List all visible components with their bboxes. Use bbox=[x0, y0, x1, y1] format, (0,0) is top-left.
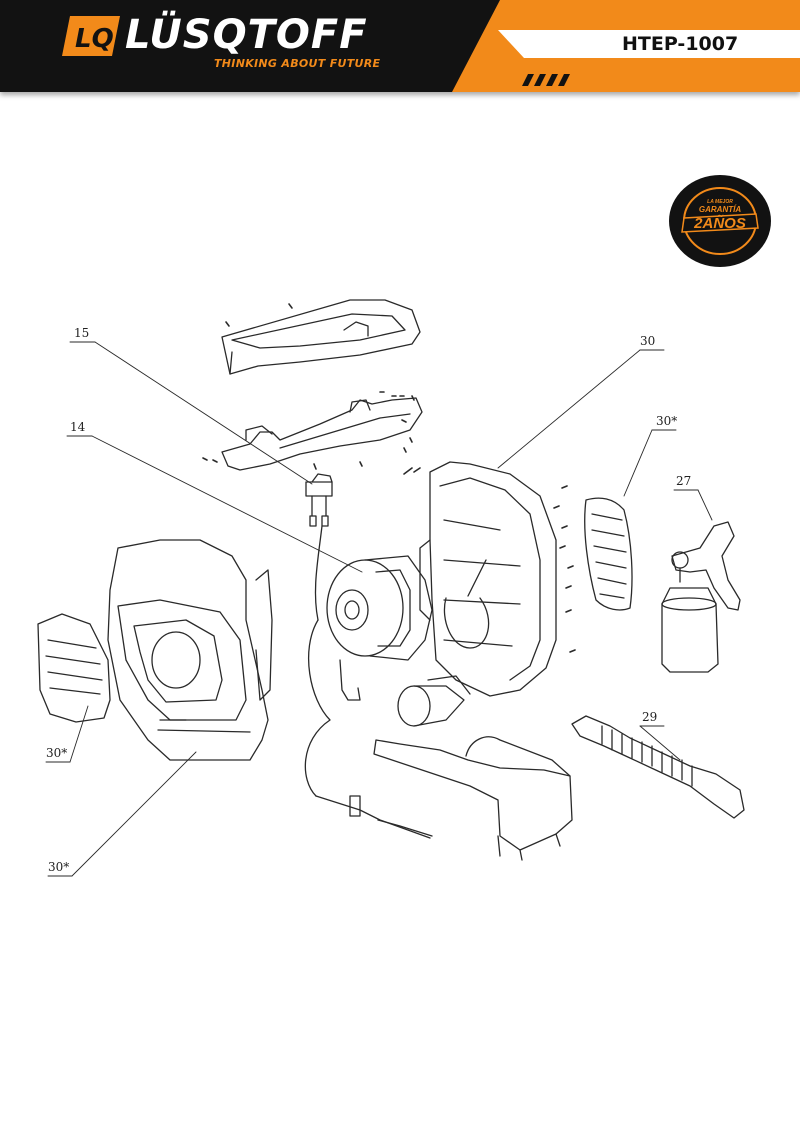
badge-line-2: GARANTÍA bbox=[698, 205, 742, 214]
callout-27: 27 bbox=[676, 474, 691, 488]
callout-30s-right: 30* bbox=[656, 414, 677, 428]
paint-cup-icon bbox=[397, 675, 471, 727]
callout-leader-lines bbox=[45, 341, 713, 877]
brand-initials: LQ bbox=[75, 24, 114, 54]
callout-30s-left: 30* bbox=[46, 746, 67, 760]
brand-name: LÜSQTOFF bbox=[125, 12, 368, 58]
warranty-badge: LA MEJOR GARANTÍA 2AÑOS bbox=[668, 174, 772, 268]
brand-logo-icon: LQ bbox=[62, 16, 120, 56]
base-stand-icon bbox=[373, 736, 573, 861]
housing-icon bbox=[107, 539, 273, 761]
badge-line-1: LA MEJOR bbox=[707, 199, 733, 205]
vent-grille-icon bbox=[37, 613, 111, 723]
vent-grille-icon bbox=[584, 497, 633, 611]
header-bar: LQ LÜSQTOFF THINKING ABOUT FUTURE HTEP-1… bbox=[0, 0, 800, 92]
switch-icon bbox=[305, 473, 333, 527]
callout-30s-bottom: 30* bbox=[48, 860, 69, 874]
motor-icon bbox=[304, 525, 433, 839]
housing-icon bbox=[419, 461, 557, 697]
callout-labels: 15 14 30 30* 27 29 30* 30* bbox=[46, 326, 691, 874]
callout-29: 29 bbox=[642, 710, 657, 724]
badge-line-3: 2AÑOS bbox=[694, 215, 746, 232]
callout-15: 15 bbox=[74, 326, 89, 340]
screw-icon bbox=[202, 303, 576, 653]
handle-bracket-icon bbox=[221, 397, 423, 471]
warranty-badge-icon bbox=[669, 175, 771, 267]
hose-icon bbox=[571, 715, 745, 819]
callout-14: 14 bbox=[70, 420, 86, 434]
model-number: HTEP-1007 bbox=[622, 33, 739, 55]
spray-gun-icon bbox=[671, 521, 741, 611]
callout-30: 30 bbox=[640, 334, 655, 348]
header-accent-band bbox=[452, 0, 800, 92]
paint-cup-icon bbox=[661, 587, 719, 673]
top-cover-icon bbox=[221, 299, 421, 375]
brand-tagline: THINKING ABOUT FUTURE bbox=[214, 57, 381, 70]
